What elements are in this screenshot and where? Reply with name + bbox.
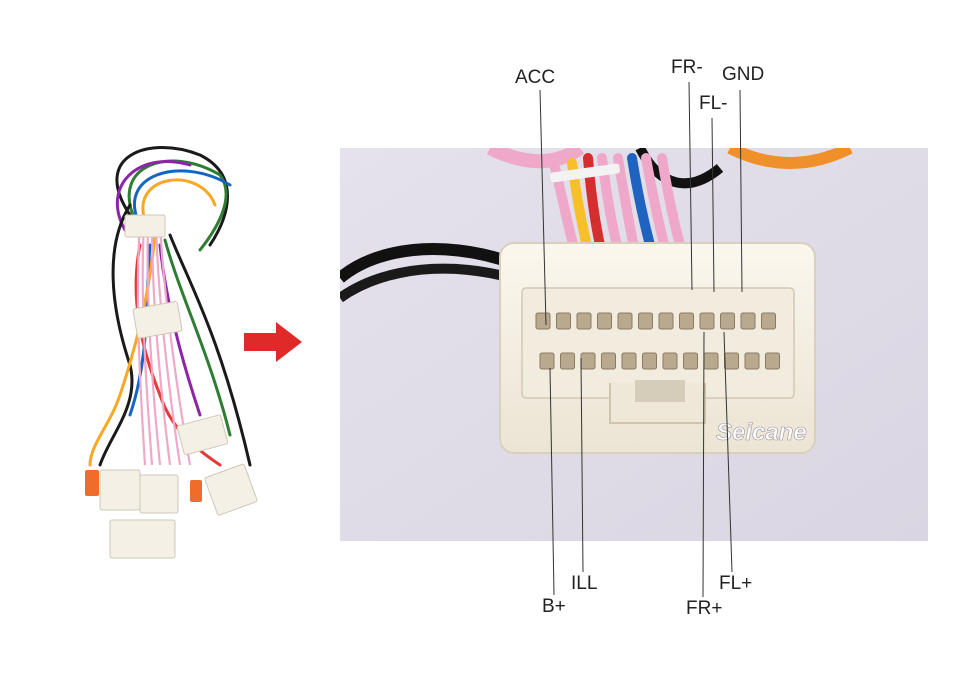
leader-acc <box>539 89 547 326</box>
connector-pin <box>601 352 616 370</box>
label-gnd: GND <box>722 64 765 85</box>
brand-watermark: Seicane <box>716 419 807 446</box>
leader-b-plus <box>549 367 555 596</box>
connector-pin <box>539 352 555 370</box>
label-fr-plus: FR+ <box>686 598 723 619</box>
leader-ill <box>580 357 584 573</box>
connector-pin <box>720 312 735 330</box>
label-acc: ACC <box>515 67 556 88</box>
connector-pin <box>556 312 571 330</box>
connector-pin <box>658 312 674 330</box>
label-b-plus: B+ <box>542 596 566 617</box>
connector-pin <box>576 312 592 330</box>
connector-pin <box>597 312 612 330</box>
connector-pin <box>617 312 633 330</box>
connector-pin <box>560 352 575 370</box>
connector-pin <box>699 312 715 330</box>
connector-pin <box>761 312 776 330</box>
connector-closeup: Seicane <box>340 148 928 541</box>
connector-pin <box>662 352 678 370</box>
connector-pin <box>744 352 760 370</box>
connector-pin <box>535 312 551 330</box>
connector-pin <box>740 312 756 330</box>
connector-pin <box>638 312 653 330</box>
harness-illustration <box>85 146 258 559</box>
leader-fl-minus <box>711 117 715 293</box>
connector-pin <box>621 352 637 370</box>
connector-pin <box>642 352 657 370</box>
label-fl-minus: FL- <box>699 93 728 114</box>
leader-fr-minus <box>688 81 693 291</box>
connector-pin <box>765 352 780 370</box>
label-fl-plus: FL+ <box>719 573 753 594</box>
leader-fl-plus <box>723 331 733 573</box>
connector-pin <box>683 352 698 370</box>
arrow-right-icon <box>244 322 302 362</box>
leader-fr-plus <box>702 331 705 598</box>
leader-gnd <box>739 89 743 293</box>
label-ill: ILL <box>571 573 598 594</box>
label-fr-minus: FR- <box>671 57 703 78</box>
connector-pin <box>679 312 694 330</box>
